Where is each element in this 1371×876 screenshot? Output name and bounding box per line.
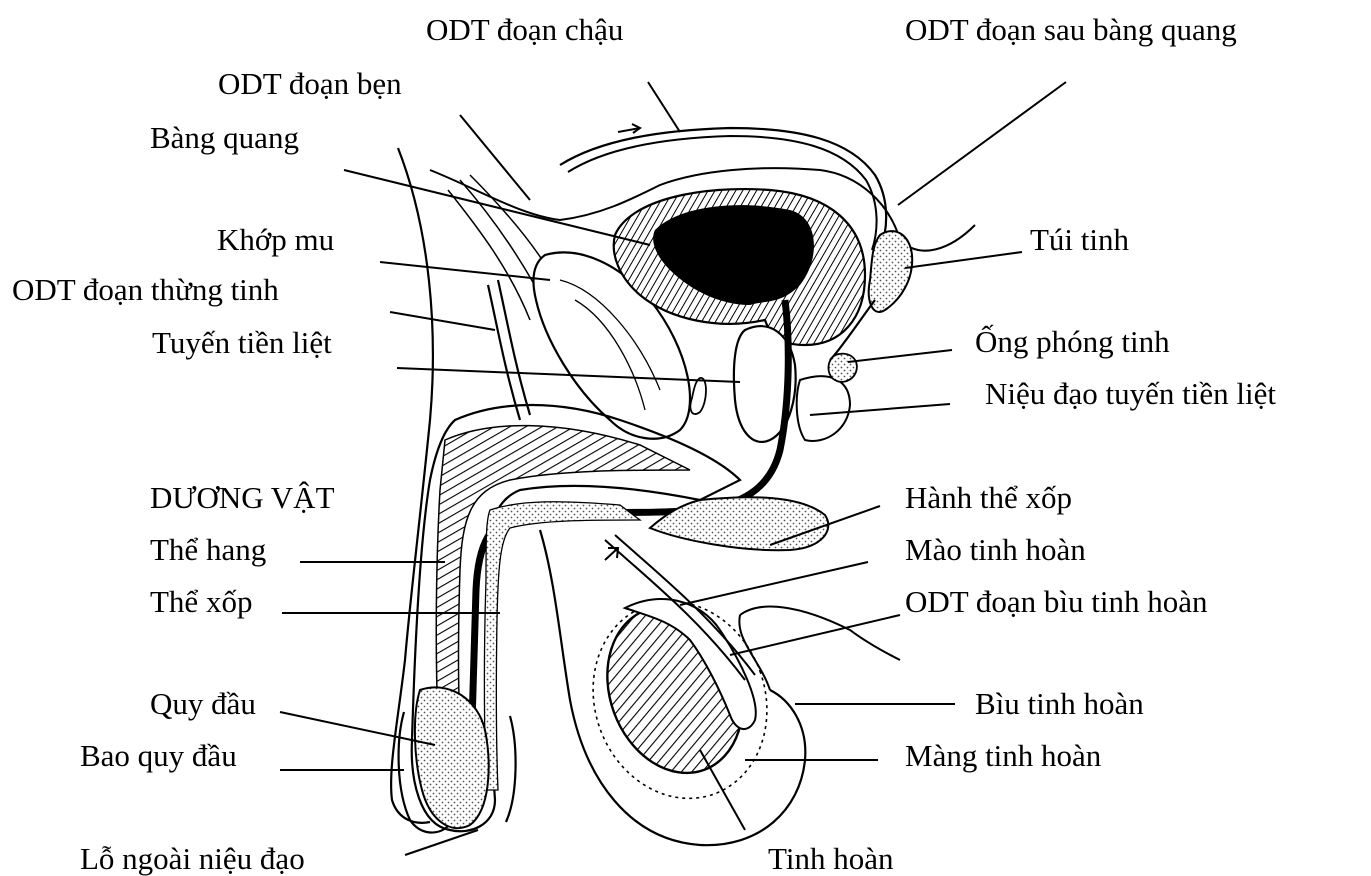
label-bao-quy-dau: Bao quy đầu xyxy=(80,740,237,771)
label-odt-doan-thung-tinh: ODT đoạn thừng tinh xyxy=(12,274,279,305)
label-hanh-the-xop: Hành thể xốp xyxy=(905,482,1072,513)
ejaculatory-gland xyxy=(828,354,856,382)
label-tui-tinh: Túi tinh xyxy=(1030,224,1129,255)
label-nieu-dao-tuyen-tien-liet: Niệu đạo tuyến tiền liệt xyxy=(985,378,1276,409)
label-khop-mu: Khớp mu xyxy=(217,224,334,255)
label-odt-doan-sau-bang-quang: ODT đoạn sau bàng quang xyxy=(905,14,1237,45)
label-bang-quang: Bàng quang xyxy=(150,122,299,153)
pubic-small-oval xyxy=(690,378,706,414)
label-tinh-hoan: Tinh hoàn xyxy=(768,843,893,874)
seminal-vesicle xyxy=(869,231,912,312)
bulb-of-spongiosum xyxy=(650,497,828,550)
label-mang-tinh-hoan: Màng tinh hoàn xyxy=(905,740,1101,771)
label-odt-doan-chau: ODT đoạn chậu xyxy=(426,14,623,45)
label-duong-vat: DƯƠNG VẬT xyxy=(150,482,335,513)
label-quy-dau: Quy đầu xyxy=(150,688,256,719)
spermatic-cord xyxy=(488,280,530,420)
label-lo-ngoai-nieu-dao: Lỗ ngoài niệu đạo xyxy=(80,843,305,874)
label-ong-phong-tinh: Ống phóng tinh xyxy=(975,326,1170,357)
label-the-xop: Thể xốp xyxy=(150,586,252,617)
label-odt-doan-ben: ODT đoạn bẹn xyxy=(218,68,402,99)
glans xyxy=(415,687,489,828)
rectum-shadow xyxy=(797,376,850,441)
label-odt-doan-biu-tinh-hoan: ODT đoạn bìu tinh hoàn xyxy=(905,586,1208,617)
label-tuyen-tien-liet: Tuyến tiền liệt xyxy=(152,327,332,358)
scrotal-vas-arrow xyxy=(605,548,618,560)
label-biu-tinh-hoan: Bìu tinh hoàn xyxy=(975,688,1144,719)
small-arrow xyxy=(618,124,640,133)
label-the-hang: Thể hang xyxy=(150,534,266,565)
label-mao-tinh-hoan: Mào tinh hoàn xyxy=(905,534,1086,565)
